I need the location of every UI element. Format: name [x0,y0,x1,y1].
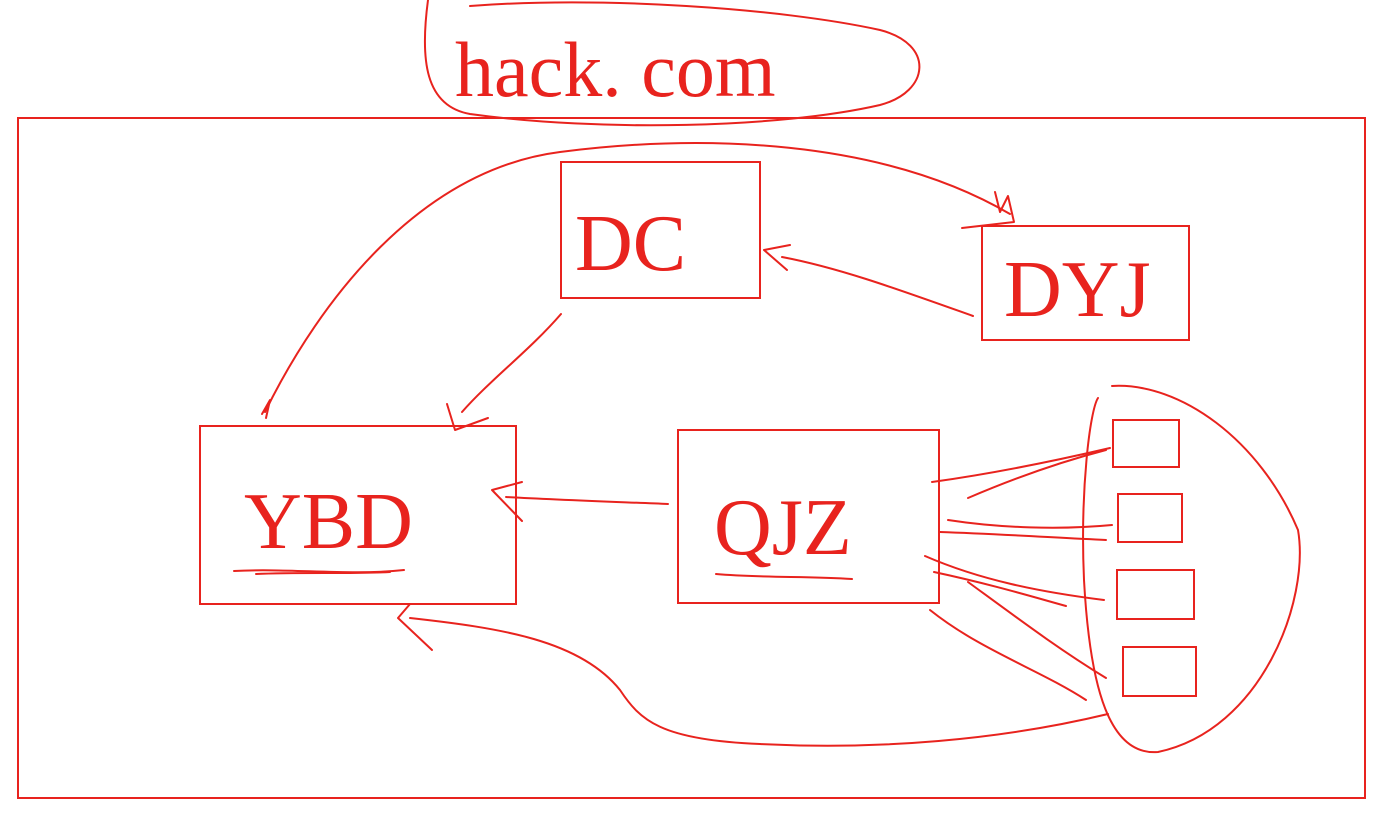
client-group-ellipse [1082,384,1301,754]
outer-frame [17,117,1366,799]
node-ybd-underline-2 [255,571,391,575]
node-qjz-underline [715,573,853,580]
edge-ybd-to-dyj-arrowhead [961,191,1015,229]
edge-ybd-to-dyj-arc [264,142,1011,413]
edge-dc-to-ybd-arrowhead [446,403,489,431]
title-ellipse [423,0,921,127]
client-slot-3 [1116,569,1195,620]
edge-client-2-b [939,531,1107,541]
edge-client-3-b [933,571,1067,607]
connectors [261,142,1113,747]
edge-client-2-a [947,519,1113,529]
edge-dc-to-ybd [461,313,562,413]
edge-client-4-b [929,609,1087,701]
node-dc-box [560,161,761,299]
title-group: hack. com [423,0,921,127]
edge-dyj-to-dc-arrowhead [763,244,791,271]
node-dyj-box [981,225,1190,341]
edge-clients-to-ybd [409,617,1109,747]
client-slot-1 [1112,419,1180,468]
node-qjz-label: QJZ [714,484,852,572]
client-slot-2 [1117,493,1183,543]
edge-qjz-to-ybd-arrowhead [491,481,523,522]
node-dc: DC [560,161,761,299]
title-text: hack. com [455,26,776,113]
node-ybd-label: YBD [244,478,413,566]
client-slot-4 [1122,646,1197,697]
node-qjz: QJZ [677,429,940,604]
node-dyj-label: DYJ [1004,246,1151,334]
edge-client-1-a [931,447,1111,483]
edge-client-4-a [967,581,1107,679]
client-group [1082,384,1301,754]
edge-arc-tail [261,399,271,419]
node-ybd: YBD [199,425,517,605]
edge-client-3-a [924,555,1105,601]
node-qjz-box [677,429,940,604]
edge-client-1-b [967,449,1107,499]
edge-qjz-to-ybd [505,496,669,505]
edge-clients-to-ybd-arrowhead [397,603,433,651]
node-dc-label: DC [575,200,686,288]
edge-dyj-to-dc [781,256,974,317]
node-dyj: DYJ [981,225,1190,341]
